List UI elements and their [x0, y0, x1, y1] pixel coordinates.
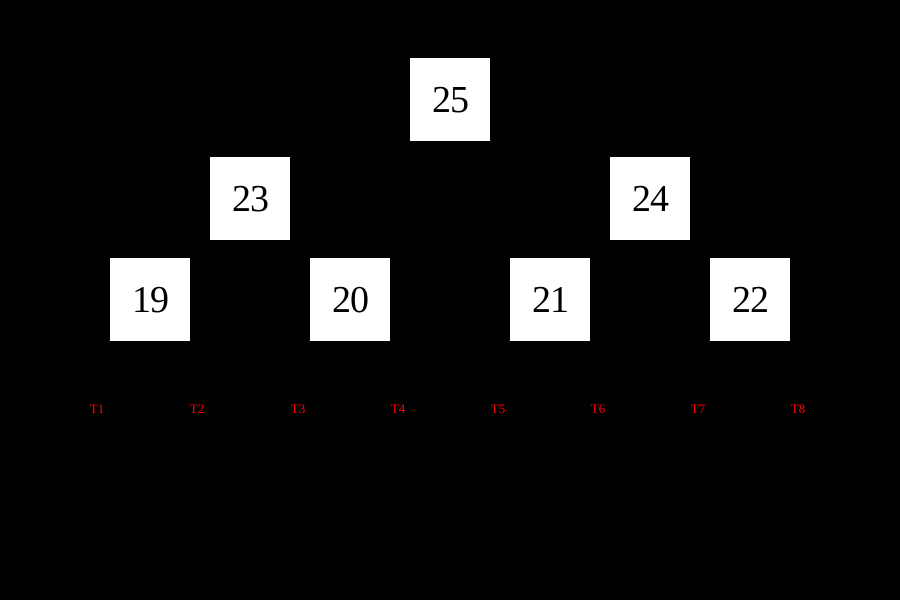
tree-node-label: 22 — [732, 278, 769, 321]
tree-node-label: 21 — [532, 278, 569, 321]
tick-label-t8: T8 — [790, 401, 806, 416]
tree-node-internal-left[interactable]: 23 — [210, 157, 290, 240]
tree-node-label: 23 — [232, 177, 269, 220]
tick-label-t4: T4 — [390, 401, 406, 416]
tree-node-label: 19 — [132, 278, 169, 321]
tick-label-t2: T2 — [189, 401, 205, 416]
tree-node-label: 20 — [332, 278, 369, 321]
tree-node-label: 24 — [632, 177, 669, 220]
tree-node-leaf-1[interactable]: 19 — [110, 258, 190, 341]
tree-node-leaf-2[interactable]: 20 — [310, 258, 390, 341]
tree-node-internal-right[interactable]: 24 — [610, 157, 690, 240]
tick-label-t7: T7 — [690, 401, 706, 416]
tick-label-t6: T6 — [590, 401, 606, 416]
tick-label-t1: T1 — [89, 401, 105, 416]
tick-label-t3: T3 — [290, 401, 306, 416]
tree-node-label: 25 — [432, 78, 469, 121]
tree-node-root[interactable]: 25 — [410, 58, 490, 141]
tree-node-leaf-3[interactable]: 21 — [510, 258, 590, 341]
tree-node-leaf-4[interactable]: 22 — [710, 258, 790, 341]
tick-label-t5: T5 — [490, 401, 506, 416]
